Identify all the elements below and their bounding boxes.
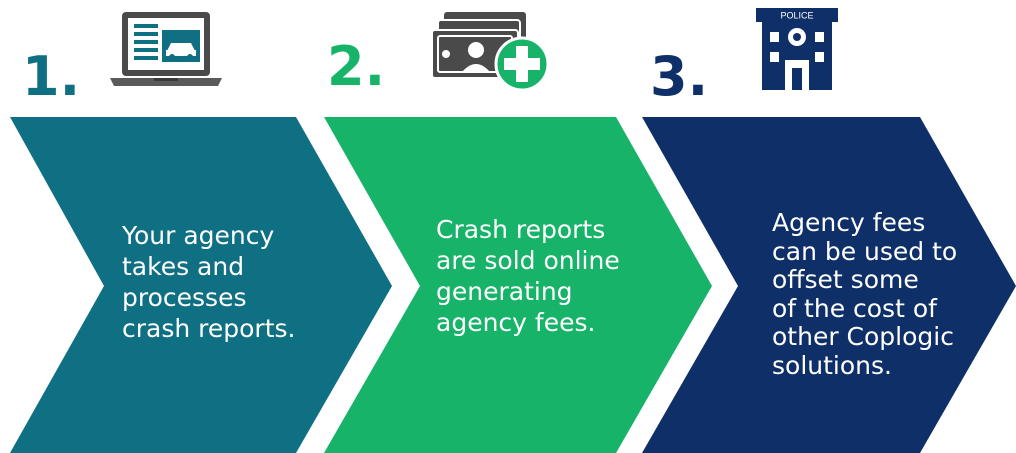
step-3-line: Agency fees	[772, 208, 926, 237]
step-3-line: other Coplogic	[772, 322, 954, 351]
step-3-text: Agency fees can be used to offset some o…	[772, 208, 958, 380]
step-2-text: Crash reports are sold online generating…	[436, 214, 620, 338]
police-sign-label: POLICE	[780, 11, 813, 21]
police-station-icon: POLICE	[756, 8, 838, 90]
step-2-line: agency fees.	[436, 308, 596, 337]
step-1-number: 1.	[22, 45, 81, 108]
step-1-line: crash reports.	[122, 314, 296, 343]
laptop-police-car-icon	[110, 12, 222, 86]
step-2-number: 2.	[327, 35, 386, 98]
step-3-line: solutions.	[772, 350, 892, 380]
step-2-chevron	[324, 117, 712, 453]
step-1-line: takes and	[122, 252, 245, 281]
money-plus-icon	[432, 12, 550, 92]
step-1-line: processes	[122, 283, 247, 312]
step-3-chevron	[642, 117, 1016, 453]
step-2-line: generating	[436, 277, 573, 306]
step-1-line: Your agency	[122, 221, 275, 250]
step-1-text: Your agency takes and processes crash re…	[122, 220, 296, 344]
step-2-line: Crash reports	[436, 215, 606, 244]
step-3-line: of the cost of	[772, 293, 937, 323]
step-2-line: are sold online	[436, 246, 620, 275]
step-3-line: offset some	[772, 265, 919, 294]
step-3-line: can be used to	[772, 236, 958, 266]
step-1-chevron	[10, 117, 392, 453]
step-3-number: 3.	[650, 45, 709, 108]
